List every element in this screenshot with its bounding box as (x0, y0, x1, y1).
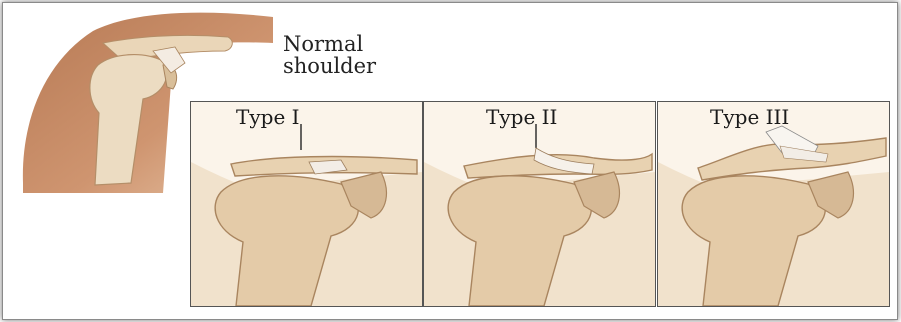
type-2-acromion-illustration (424, 102, 655, 306)
type-1-acromion-illustration (191, 102, 422, 306)
normal-label-line2: shoulder (283, 55, 376, 77)
normal-label-line1: Normal (283, 33, 376, 55)
type-3-acromion-illustration (658, 102, 889, 306)
panel-type-2-title: Type II (486, 105, 557, 129)
panel-type-1-title: Type I (236, 105, 300, 129)
panel-type-3-title: Type III (710, 105, 789, 129)
panel-type-2: Type II (423, 101, 656, 307)
panel-type-1: Type I (190, 101, 423, 307)
normal-shoulder-label: Normal shoulder (283, 33, 376, 77)
panel-type-3: Type III (657, 101, 890, 307)
